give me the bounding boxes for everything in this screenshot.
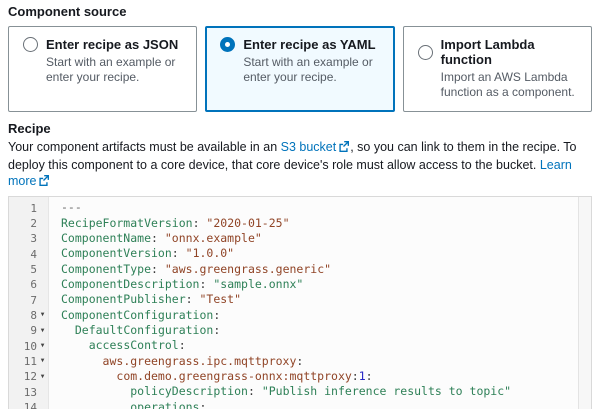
option-title: Enter recipe as JSON: [46, 37, 179, 52]
recipe-description-text: Your component artifacts must be availab…: [8, 139, 281, 154]
code-line[interactable]: ComponentType: "aws.greengrass.generic": [61, 261, 332, 276]
gutter-line-number[interactable]: 4: [30, 247, 37, 261]
gutter-line-number[interactable]: 3: [30, 232, 37, 246]
gutter-line-number[interactable]: 8▼: [9, 308, 48, 323]
code-line[interactable]: com.demo.greengrass-onnx:mqttproxy:1:: [116, 369, 373, 384]
external-link-icon[interactable]: [38, 174, 50, 191]
gutter-line-number[interactable]: 13: [23, 385, 37, 399]
code-line[interactable]: ComponentDescription: "sample.onnx": [61, 277, 304, 292]
s3-bucket-link[interactable]: S3 bucket: [280, 139, 337, 154]
radio-json[interactable]: [23, 37, 38, 52]
radio-yaml[interactable]: [220, 37, 236, 52]
recipe-description-text: , so you can link to them in the recipe.…: [8, 139, 577, 172]
gutter-line-number[interactable]: 12▼: [9, 369, 48, 384]
option-card-yaml[interactable]: Enter recipe as YAML Start with an examp…: [205, 26, 395, 112]
external-link-icon[interactable]: [338, 140, 350, 157]
option-card-json[interactable]: Enter recipe as JSON Start with an examp…: [8, 26, 198, 112]
code-line[interactable]: ComponentName: "onnx.example": [61, 231, 262, 246]
option-title: Enter recipe as YAML: [243, 37, 376, 52]
editor-vertical-scrollbar[interactable]: [578, 197, 591, 409]
fold-arrow-icon[interactable]: ▼: [40, 372, 45, 380]
code-line[interactable]: ---: [61, 200, 82, 215]
code-line[interactable]: policyDescription: "Publish inference re…: [130, 384, 512, 399]
gutter-line-number[interactable]: 6: [30, 278, 37, 292]
code-line[interactable]: operations:: [130, 399, 207, 409]
component-source-options: Enter recipe as JSON Start with an examp…: [8, 26, 592, 112]
gutter-line-number[interactable]: 9▼: [9, 323, 48, 338]
component-source-label: Component source: [8, 4, 127, 19]
radio-lambda[interactable]: [417, 44, 433, 60]
code-line[interactable]: aws.greengrass.ipc.mqttproxy:: [102, 353, 304, 368]
code-line[interactable]: ComponentConfiguration:: [61, 307, 221, 322]
gutter-line-number[interactable]: 5: [30, 262, 37, 276]
recipe-label: Recipe: [8, 120, 51, 136]
option-title: Import Lambda function: [440, 37, 535, 67]
option-description: Start with an example or enter your reci…: [46, 55, 176, 85]
fold-arrow-icon[interactable]: ▼: [40, 311, 45, 319]
option-description: Start with an example or enter your reci…: [243, 55, 373, 85]
fold-arrow-icon[interactable]: ▼: [40, 342, 45, 350]
gutter-line-number[interactable]: 10▼: [9, 338, 48, 353]
fold-arrow-icon[interactable]: ▼: [40, 326, 45, 334]
code-line[interactable]: accessControl:: [88, 338, 186, 353]
code-line[interactable]: ComponentPublisher: "Test": [61, 292, 242, 307]
editor-code-area[interactable]: ---RecipeFormatVersion: "2020-01-25"Comp…: [49, 197, 591, 409]
gutter-line-number[interactable]: 1: [30, 201, 37, 215]
gutter-line-number[interactable]: 7: [30, 293, 37, 307]
gutter-line-number[interactable]: 14: [23, 400, 37, 409]
recipe-description: Your component artifacts must be availab…: [8, 139, 592, 192]
code-line[interactable]: RecipeFormatVersion: "2020-01-25": [61, 215, 290, 230]
gutter-line-number[interactable]: 2: [30, 216, 37, 230]
gutter-line-number[interactable]: 11▼: [9, 354, 48, 369]
learn-more-link[interactable]: Learn more: [8, 157, 572, 189]
option-card-lambda[interactable]: Import Lambda function Import an AWS Lam…: [402, 26, 592, 112]
option-description: Import an AWS Lambda function as a compo…: [440, 70, 575, 100]
code-line[interactable]: ComponentVersion: "1.0.0": [61, 246, 235, 261]
fold-arrow-icon[interactable]: ▼: [40, 357, 45, 365]
code-line[interactable]: DefaultConfiguration:: [74, 323, 221, 338]
